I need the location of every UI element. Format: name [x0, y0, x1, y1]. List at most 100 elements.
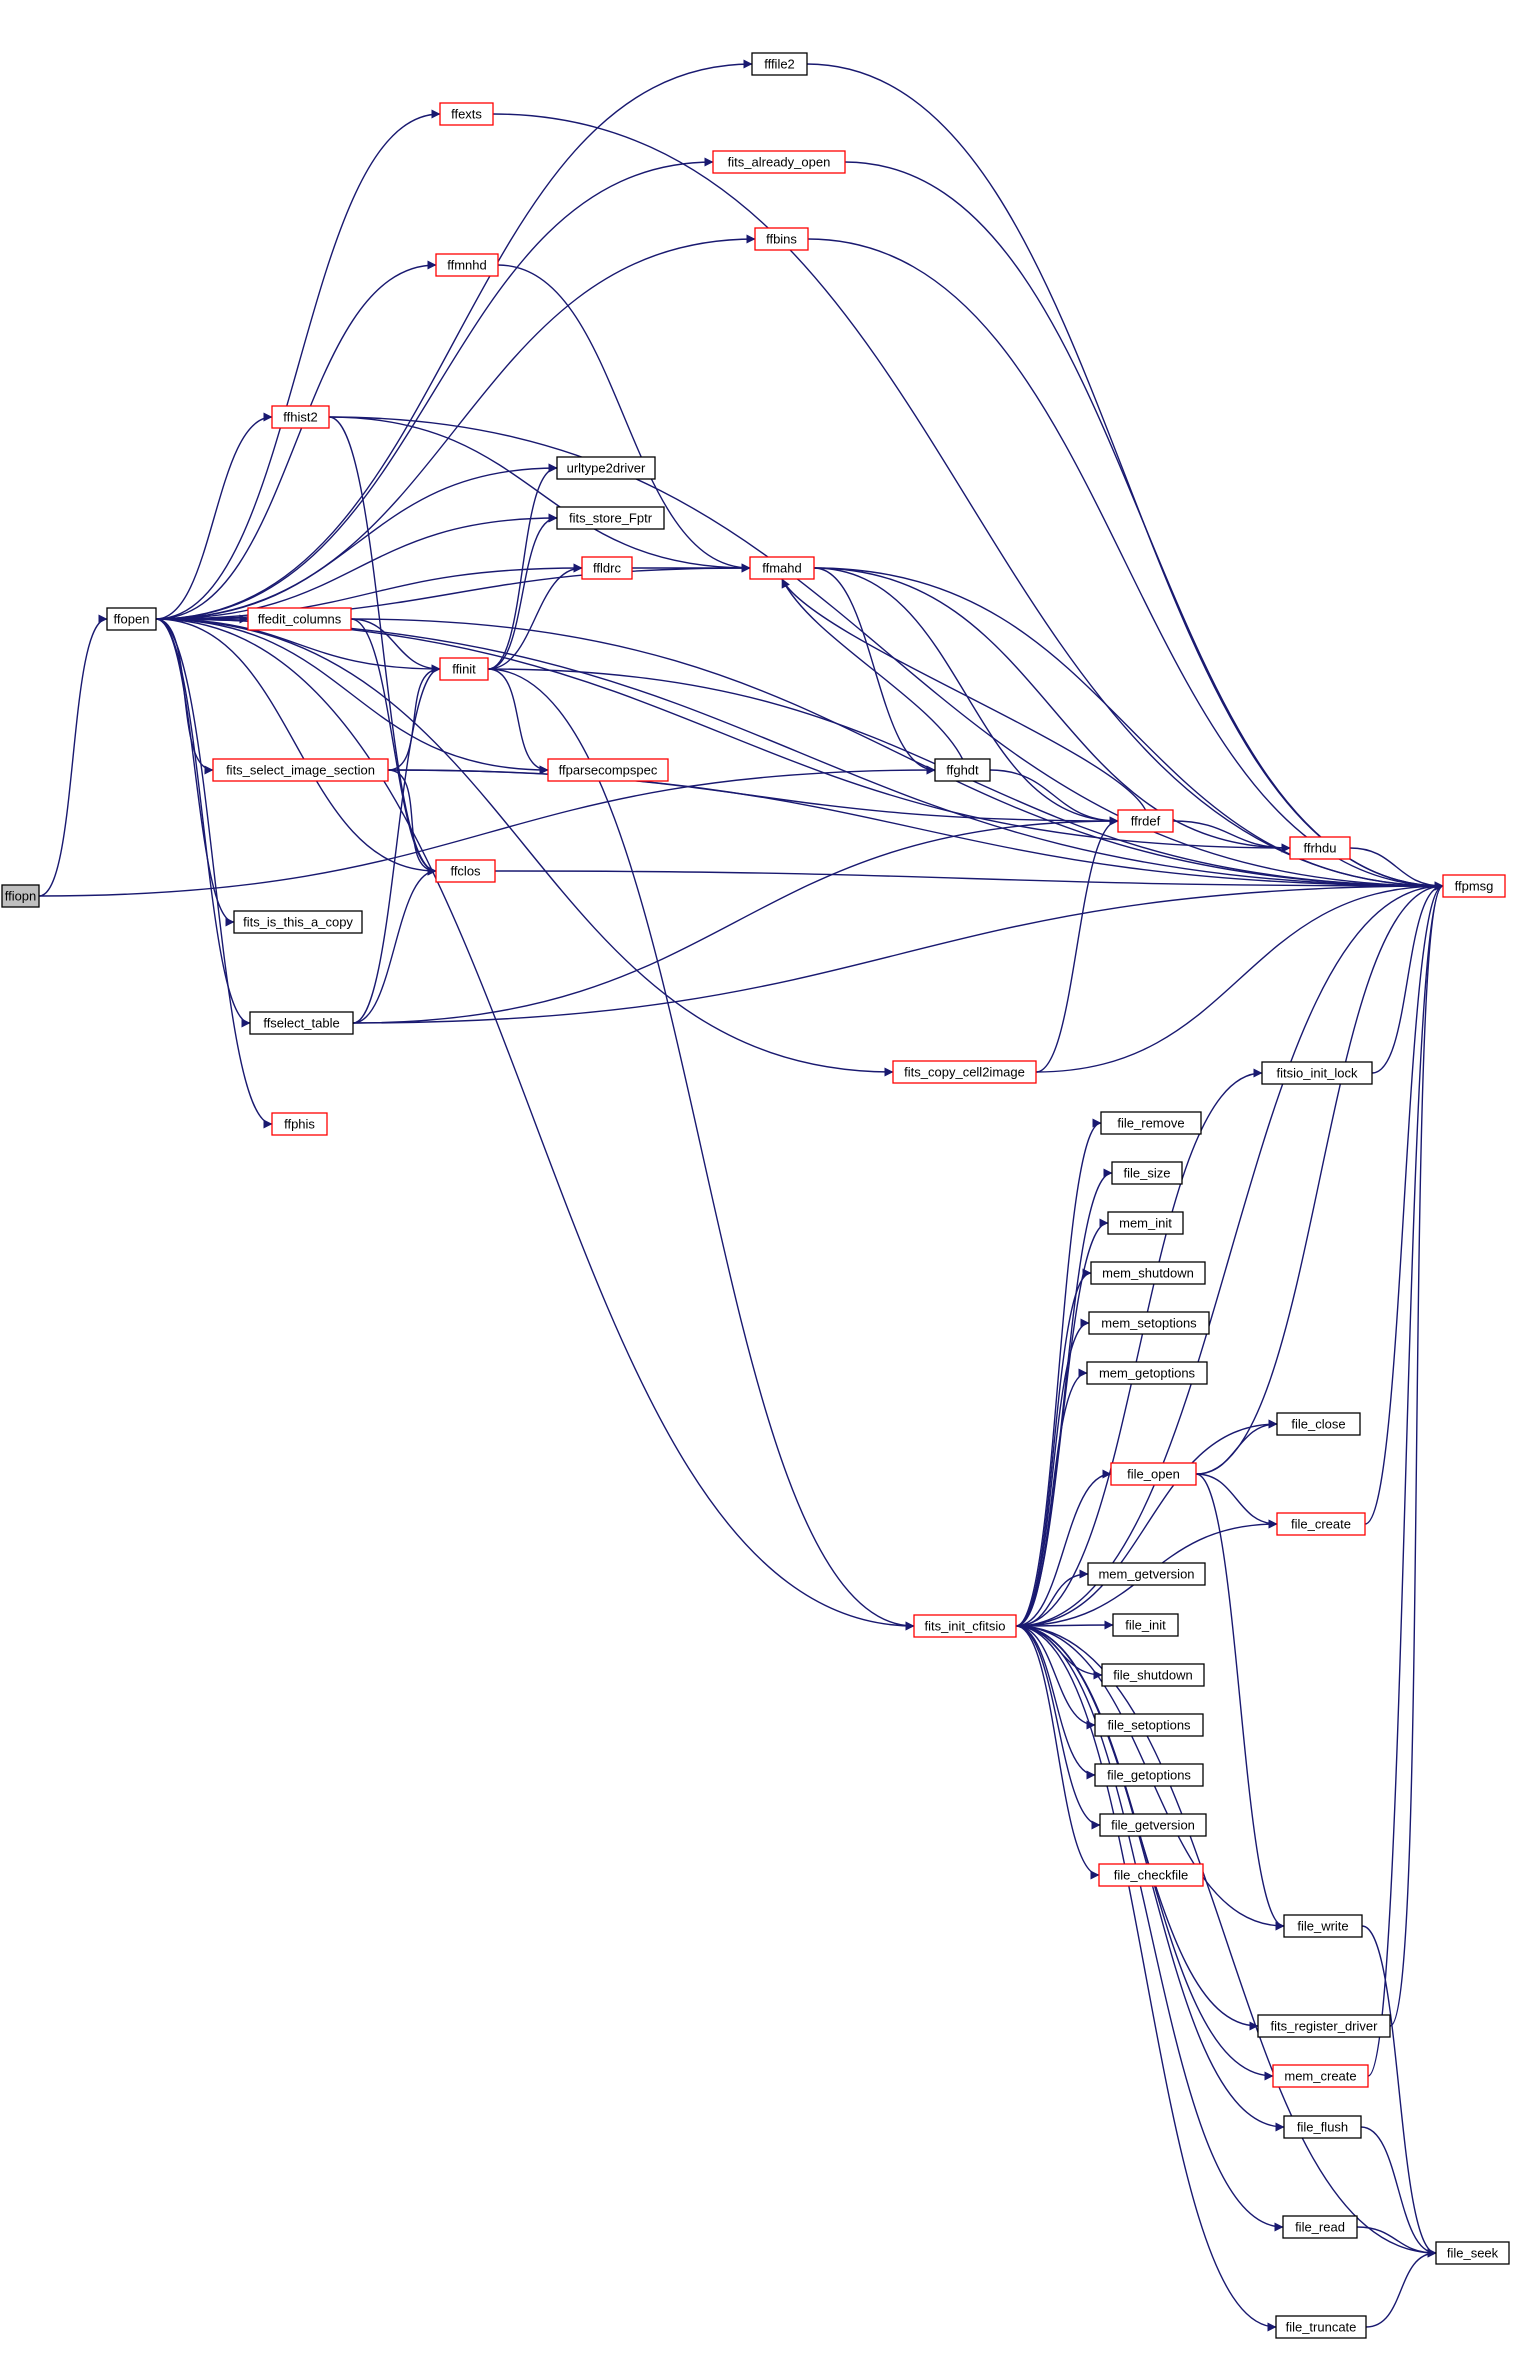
node-label: fits_is_this_a_copy — [243, 915, 353, 930]
edge-fits_init_cfitsio-to-mem_getversion — [1015, 1569, 1089, 1627]
node-label: ffphis — [284, 1117, 315, 1132]
node-box — [1276, 1512, 1366, 1536]
node-ffbins[interactable]: ffbins — [754, 227, 809, 251]
node-ffiopn: ffiopn — [1, 884, 40, 908]
node-ffselect-table[interactable]: ffselect_table — [249, 1011, 354, 1035]
node-ffopen[interactable]: ffopen — [106, 607, 157, 631]
node-mem-shutdown[interactable]: mem_shutdown — [1090, 1261, 1206, 1285]
node-file-close[interactable]: file_close — [1276, 1412, 1361, 1436]
node-file-read[interactable]: file_read — [1282, 2215, 1358, 2239]
node-label: file_seek — [1447, 2246, 1499, 2261]
edge-fits_copy_cell2image-to-ffpmsg — [1035, 881, 1444, 1073]
node-label: ffclos — [450, 864, 481, 879]
node-file-flush[interactable]: file_flush — [1283, 2115, 1362, 2139]
node-label: fits_register_driver — [1271, 2019, 1379, 2034]
node-ffrhdu[interactable]: ffrhdu — [1289, 836, 1351, 860]
node-fffile2[interactable]: fffile2 — [751, 52, 808, 76]
node-label: mem_init — [1119, 1216, 1172, 1231]
node-fits-already-open[interactable]: fits_already_open — [712, 150, 846, 174]
edge-ffopen-to-ffrhdu — [155, 618, 1291, 853]
node-label: file_init — [1125, 1618, 1166, 1633]
node-file-getversion[interactable]: file_getversion — [1099, 1813, 1207, 1837]
node-box — [892, 1060, 1037, 1084]
node-label: fits_store_Fptr — [569, 511, 653, 526]
node-label: mem_create — [1284, 2069, 1356, 2084]
node-ffldrc[interactable]: ffldrc — [581, 556, 633, 580]
node-file-write[interactable]: file_write — [1283, 1914, 1363, 1938]
node-label: file_shutdown — [1113, 1668, 1193, 1683]
node-mem-setoptions[interactable]: mem_setoptions — [1088, 1311, 1210, 1335]
edge-ffselect_table-to-ffrdef — [352, 816, 1119, 1024]
edge-ffopen-to-ffclos — [155, 618, 437, 876]
node-ffpmsg[interactable]: ffpmsg — [1442, 874, 1506, 898]
node-ffedit-columns[interactable]: ffedit_columns — [247, 607, 352, 631]
node-ffclos[interactable]: ffclos — [435, 859, 496, 883]
node-box — [1276, 1412, 1361, 1436]
edge-ffexts-to-ffpmsg — [492, 113, 1444, 891]
edge-ffopen-to-ffhist2 — [155, 412, 273, 620]
node-file-size[interactable]: file_size — [1111, 1161, 1183, 1185]
node-label: fits_copy_cell2image — [904, 1065, 1025, 1080]
edge-ffmahd-to-ffghdt — [813, 567, 936, 775]
node-box — [271, 405, 330, 429]
node-label: file_close — [1291, 1417, 1345, 1432]
node-label: ffbins — [766, 232, 797, 247]
edge-file_flush-to-file_seek — [1360, 2126, 1437, 2258]
node-fits-register-driver[interactable]: fits_register_driver — [1257, 2014, 1391, 2038]
node-mem-getversion[interactable]: mem_getversion — [1087, 1562, 1206, 1586]
node-box — [1086, 1361, 1208, 1385]
node-urltype2driver[interactable]: urltype2driver — [556, 456, 656, 480]
edge-file_write-to-file_seek — [1361, 1925, 1437, 2258]
node-label: fffile2 — [764, 57, 795, 72]
node-file-init[interactable]: file_init — [1112, 1613, 1179, 1637]
node-box — [1435, 2241, 1510, 2265]
node-ffrdef[interactable]: ffrdef — [1117, 809, 1174, 833]
node-ffphis[interactable]: ffphis — [271, 1112, 328, 1136]
node-fits-init-cfitsio[interactable]: fits_init_cfitsio — [913, 1614, 1017, 1638]
node-ffmahd[interactable]: ffmahd — [749, 556, 815, 580]
edge-ffmahd-to-ffrhdu — [813, 567, 1291, 853]
edge-fits_init_cfitsio-to-file_seek — [1015, 1625, 1437, 2258]
node-file-create[interactable]: file_create — [1276, 1512, 1366, 1536]
node-ffparsecompspec[interactable]: ffparsecompspec — [547, 758, 669, 782]
node-fits-copy-cell2image[interactable]: fits_copy_cell2image — [892, 1060, 1037, 1084]
node-ffghdt[interactable]: ffghdt — [934, 758, 991, 782]
node-file-open[interactable]: file_open — [1110, 1462, 1197, 1486]
node-fits-store-Fptr[interactable]: fits_store_Fptr — [556, 506, 665, 530]
node-box — [556, 506, 665, 530]
node-fits-select-image-section[interactable]: fits_select_image_section — [212, 758, 389, 782]
node-box — [1107, 1211, 1184, 1235]
node-file-truncate[interactable]: file_truncate — [1275, 2315, 1367, 2339]
node-ffhist2[interactable]: ffhist2 — [271, 405, 330, 429]
node-mem-init[interactable]: mem_init — [1107, 1211, 1184, 1235]
node-label: ffinit — [452, 662, 476, 677]
node-ffmnhd[interactable]: ffmnhd — [435, 253, 499, 277]
node-file-remove[interactable]: file_remove — [1100, 1111, 1202, 1135]
node-label: ffexts — [451, 107, 482, 122]
node-ffexts[interactable]: ffexts — [439, 102, 494, 126]
node-label: ffpmsg — [1455, 879, 1494, 894]
node-file-shutdown[interactable]: file_shutdown — [1101, 1663, 1205, 1687]
node-box — [1112, 1613, 1179, 1637]
node-file-seek[interactable]: file_seek — [1435, 2241, 1510, 2265]
edge-ffinit-to-ffparsecompspec — [487, 668, 549, 775]
node-fitsio-init-lock[interactable]: fitsio_init_lock — [1261, 1061, 1373, 1085]
node-mem-getoptions[interactable]: mem_getoptions — [1086, 1361, 1208, 1385]
node-box — [1087, 1562, 1206, 1586]
edge-fits_init_cfitsio-to-fitsio_init_lock — [1015, 1068, 1263, 1627]
node-box — [106, 607, 157, 631]
node-ffinit[interactable]: ffinit — [439, 657, 489, 681]
node-label: file_getoptions — [1107, 1768, 1191, 1783]
node-file-checkfile[interactable]: file_checkfile — [1098, 1863, 1204, 1887]
edge-ffmahd-to-ffpmsg — [813, 567, 1444, 891]
node-file-setoptions[interactable]: file_setoptions — [1094, 1713, 1204, 1737]
node-file-getoptions[interactable]: file_getoptions — [1094, 1763, 1204, 1787]
node-label: file_flush — [1297, 2120, 1348, 2135]
edge-ffrdef-to-ffrhdu — [1172, 820, 1291, 853]
edge-ffhist2-to-ffpmsg — [328, 416, 1444, 891]
node-fits-is-this-a-copy[interactable]: fits_is_this_a_copy — [233, 910, 363, 934]
node-mem-create[interactable]: mem_create — [1272, 2064, 1369, 2088]
edge-ffopen-to-ffbins — [155, 234, 756, 620]
